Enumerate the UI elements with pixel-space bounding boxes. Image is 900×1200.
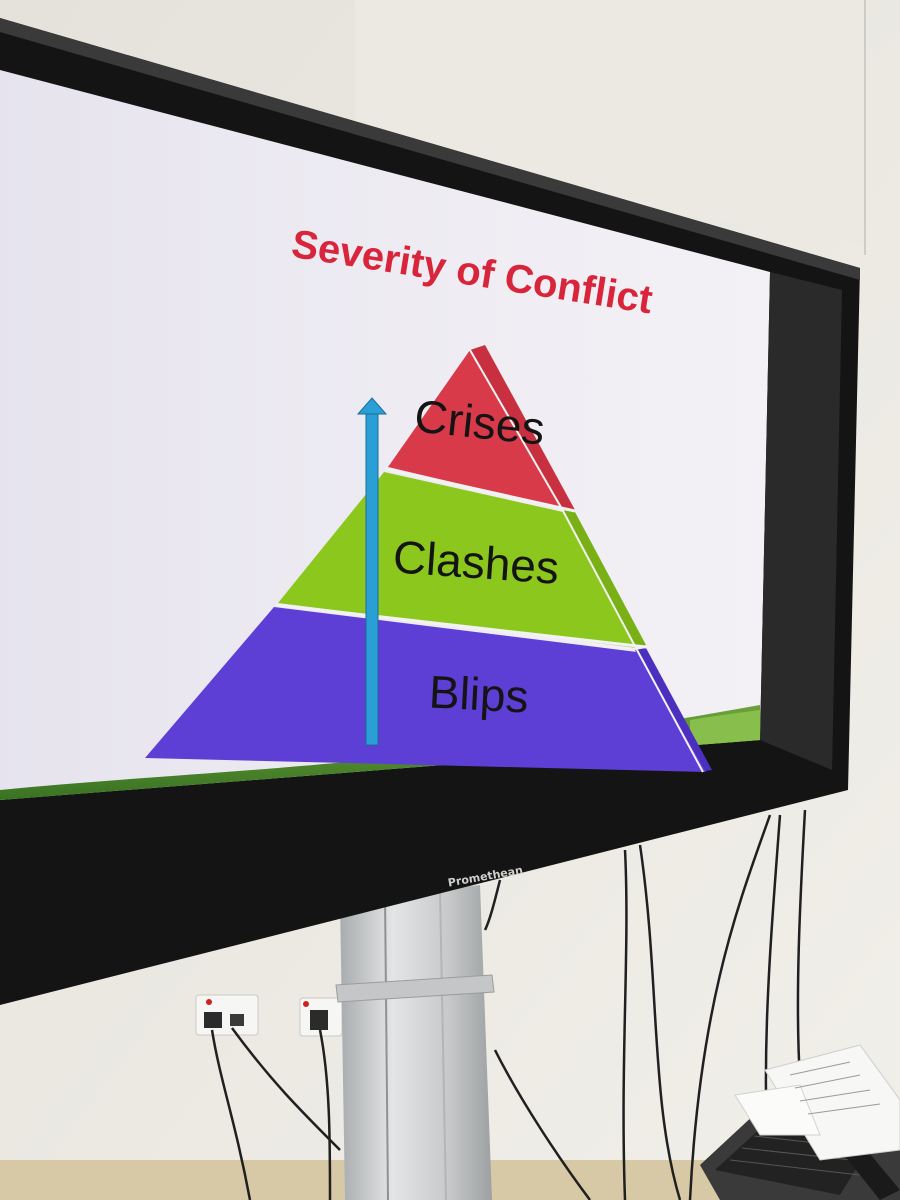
pyramid-side-blips (635, 648, 712, 772)
wall-sockets (195, 994, 343, 1037)
monitor-bezel-edge (0, 18, 860, 280)
pyramid-diagram (145, 345, 712, 773)
pyramid-side-clashes (562, 510, 646, 648)
paper-sheets (734, 1044, 900, 1161)
pyramid-side-crises (470, 345, 575, 510)
pyramid-level-crises (388, 350, 562, 508)
monitor-stand (335, 885, 495, 1200)
label-blips: Blips (428, 665, 530, 722)
severity-arrow (356, 397, 388, 746)
wall-panel (355, 0, 865, 245)
pyramid-level-blips (145, 607, 706, 772)
label-clashes: Clashes (391, 530, 560, 593)
